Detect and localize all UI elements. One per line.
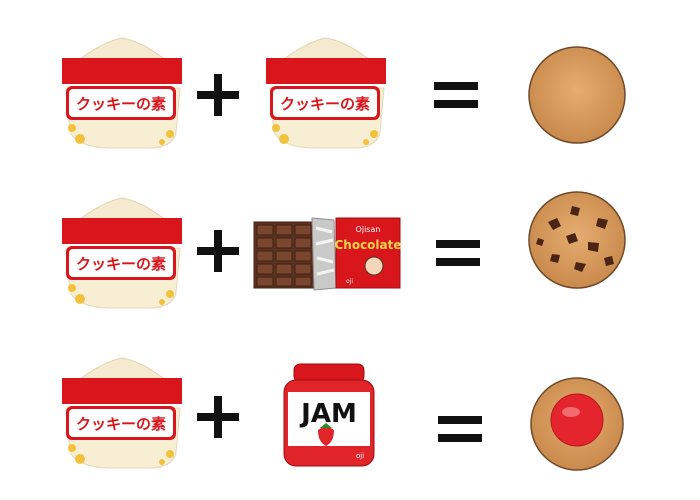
chocolate-brand-text: Ojisan (356, 225, 381, 234)
cookie-mix-label: クッキーの素 (76, 415, 166, 433)
jam-jar-icon: JAM oji (283, 363, 375, 467)
row-2: クッキーの素 Ojisan Chocolate oji (61, 191, 626, 309)
jam-footer-text: oji (356, 452, 364, 460)
cookie-mix-label: クッキーの素 (280, 95, 370, 113)
chocolate-bar-icon: Ojisan Chocolate oji (253, 217, 402, 291)
cookie-mix-label: クッキーの素 (76, 95, 166, 113)
cookie-mix-label: クッキーの素 (76, 255, 166, 273)
plain-cookie-icon (528, 46, 626, 144)
chocolate-footer-text: oji (346, 278, 353, 285)
jam-label-text: JAM (299, 399, 357, 429)
equals-sign (434, 82, 478, 108)
equals-sign (436, 240, 480, 266)
equals-sign (438, 416, 482, 442)
jam-thumbprint-cookie-icon (530, 377, 624, 471)
chocolate-title-text: Chocolate (334, 238, 401, 252)
plus-sign (197, 74, 239, 116)
cookie-mix-bag-icon: クッキーの素 (61, 357, 183, 469)
chocolate-chip-cookie-icon (528, 191, 626, 289)
plus-sign (197, 230, 239, 272)
cookie-mix-bag-icon: クッキーの素 (265, 37, 387, 149)
cookie-mix-bag-icon: クッキーの素 (61, 37, 183, 149)
cookie-mix-bag-icon: クッキーの素 (61, 197, 183, 309)
strawberry-icon (318, 423, 334, 446)
plus-sign (197, 396, 239, 438)
ojisan-face-icon (364, 256, 384, 276)
row-1: クッキーの素 クッキーの素 (61, 37, 626, 149)
row-3: クッキーの素 JAM oji (61, 357, 624, 471)
